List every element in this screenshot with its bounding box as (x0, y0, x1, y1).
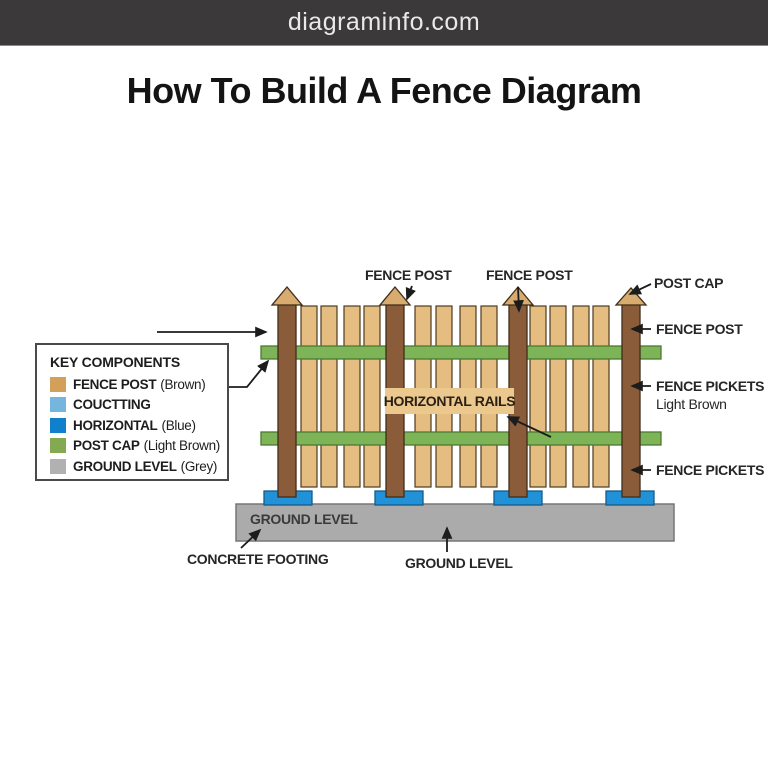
label-fence-post-right: FENCE POST (656, 321, 743, 337)
key-components-title: KEY COMPONENTS (50, 354, 180, 370)
picket (592, 305, 610, 488)
horizontal-rail-bottom (260, 431, 662, 446)
label-fence-pickets-right: FENCE PICKETS (656, 378, 765, 394)
label-ground-level-bottom: GROUND LEVEL (405, 555, 513, 571)
picket (549, 305, 567, 488)
legend-item-ground-level: GROUND LEVEL (Grey) (50, 456, 227, 477)
picket (300, 305, 318, 488)
fence-post-4 (621, 302, 641, 498)
label-fence-pickets-sub: Light Brown (656, 396, 727, 412)
picket (529, 305, 547, 488)
site-header: diagraminfo.com (0, 0, 768, 46)
swatch-ground-level (50, 458, 66, 474)
arrow-concrete-footing (240, 528, 262, 549)
label-concrete-footing: CONCRETE FOOTING (187, 551, 329, 567)
picket (320, 305, 338, 488)
swatch-horizontal (50, 417, 66, 433)
legend-item-horizontal: HORIZONTAL (Blue) (50, 415, 227, 436)
label-ground-level-inner: GROUND LEVEL (250, 511, 358, 527)
post-cap-4 (614, 287, 648, 306)
site-title: diagraminfo.com (287, 8, 481, 36)
post-cap-1 (270, 285, 304, 306)
swatch-couctting (50, 397, 66, 413)
arrow-fence-post-1 (405, 285, 416, 301)
label-post-cap: POST CAP (654, 275, 724, 291)
page-title: How To Build A Fence Diagram (126, 70, 642, 111)
label-fence-pickets-lower: FENCE PICKETS (656, 462, 765, 478)
swatch-post-cap (50, 438, 66, 454)
picket (363, 305, 381, 488)
fence-post-1 (277, 302, 297, 498)
picket (572, 305, 590, 488)
ground-level-bar (235, 503, 675, 542)
label-fence-post-top-2: FENCE POST (486, 267, 573, 283)
post-cap-2 (378, 285, 412, 306)
picket (343, 305, 361, 488)
arrow-fence-post-2 (513, 286, 524, 313)
label-horizontal-rails: HORIZONTAL RAILS (384, 388, 516, 414)
horizontal-rail-top (260, 345, 662, 360)
key-components-box: KEY COMPONENTS FENCE POST (Brown) COUCTT… (35, 343, 229, 481)
swatch-fence-post (50, 376, 66, 392)
legend-item-couctting: COUCTTING (50, 395, 227, 416)
legend-item-post-cap: POST CAP (Light Brown) (50, 436, 227, 457)
arrow-horizontal-rails (506, 416, 552, 438)
legend-item-fence-post: FENCE POST (Brown) (50, 374, 227, 395)
label-fence-post-top-1: FENCE POST (365, 267, 452, 283)
arrow-post-cap (628, 283, 652, 295)
arrow-keybox-to-post (228, 359, 270, 388)
